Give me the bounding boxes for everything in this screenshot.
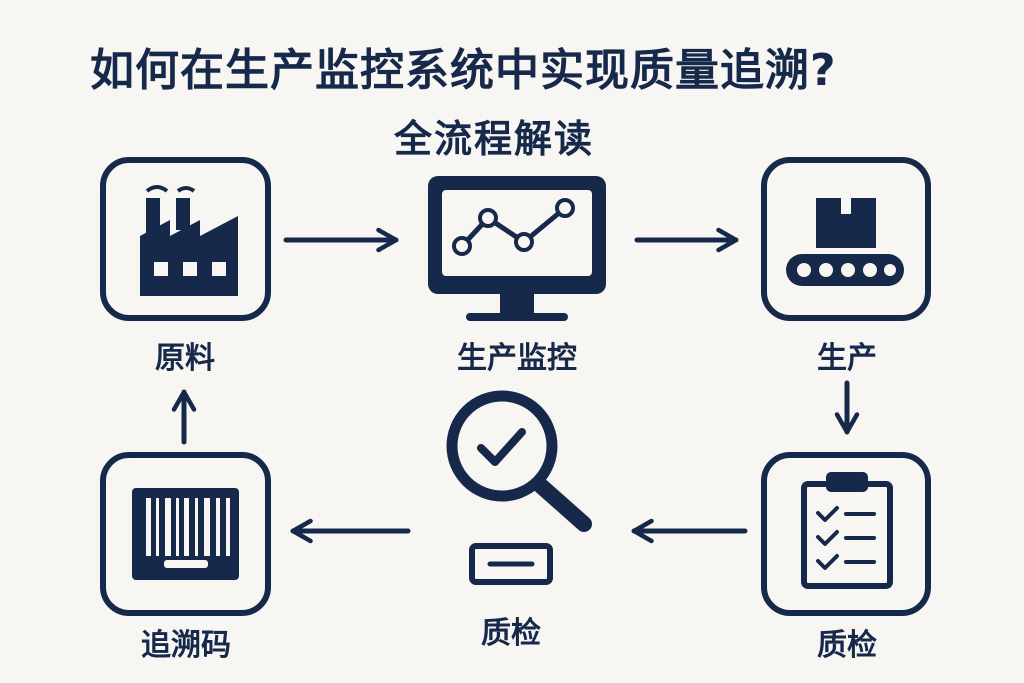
magnifier-check-icon [446, 390, 592, 585]
conveyor-box-icon [761, 157, 931, 321]
node-label-quality-check-inspect: 质检 [481, 616, 541, 651]
node-label-production-monitoring: 生产监控 [457, 341, 577, 376]
monitor-chart-icon [428, 176, 606, 321]
clipboard-checklist-icon [761, 452, 931, 616]
node-label-trace-code: 追溯码 [141, 628, 231, 663]
node-label-quality-check-clipboard: 质检 [817, 628, 877, 663]
node-label-raw-material: 原料 [155, 341, 215, 376]
node-label-production: 生产 [817, 341, 877, 376]
factory-icon [100, 157, 271, 321]
page-subtitle: 全流程解读 [394, 117, 595, 161]
page-title: 如何在生产监控系统中实现质量追溯? [90, 45, 837, 96]
barcode-icon [100, 452, 271, 616]
